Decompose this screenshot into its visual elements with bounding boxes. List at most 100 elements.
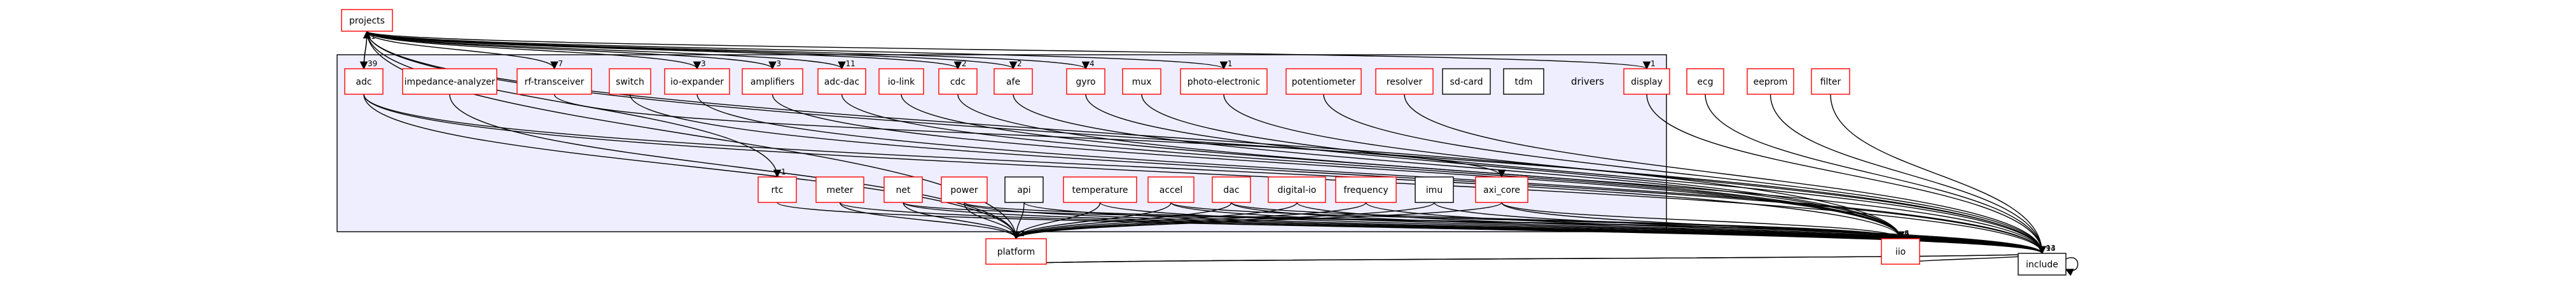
edge-rf-transceiver-to-axi_core[interactable] [553, 94, 1506, 178]
node-box-axi_core[interactable] [1475, 176, 1528, 203]
node-box-dac[interactable] [1212, 176, 1251, 203]
node-rtc[interactable]: rtc [758, 176, 797, 203]
edge-label-projects-to-display[interactable]: 1 [1651, 59, 1656, 68]
node-amplifiers[interactable]: amplifiers [742, 68, 803, 95]
node-box-rf-transceiver[interactable] [516, 68, 592, 95]
node-iio[interactable]: iio [1881, 238, 1920, 265]
node-box-filter[interactable] [1811, 68, 1850, 95]
node-platform[interactable]: platform [985, 238, 1047, 265]
edge-adc-dac-to-iio[interactable] [841, 94, 1905, 240]
node-switch[interactable]: switch [609, 68, 651, 95]
edge-label-platform-to-include[interactable]: 13 [2046, 244, 2056, 253]
node-sd-card[interactable]: sd-card [1442, 68, 1491, 95]
node-box-impedance-analyzer[interactable] [402, 68, 497, 95]
edge-impedance-analyzer-to-platform[interactable] [449, 94, 1020, 240]
edge-projects-to-rf-transceiver[interactable] [366, 31, 558, 70]
edge-include-to-include[interactable] [2065, 257, 2079, 276]
edge-digital-io-to-include[interactable] [1296, 202, 2046, 255]
node-box-display[interactable] [1623, 68, 1670, 95]
node-frequency[interactable]: frequency [1335, 176, 1397, 203]
edge-projects-to-io-expander[interactable] [366, 31, 702, 70]
node-power[interactable]: power [941, 176, 988, 203]
edge-label-projects-to-gyro[interactable]: 4 [1090, 59, 1095, 68]
edge-photo-electronic-to-include[interactable] [1223, 94, 2046, 255]
node-include[interactable]: include [2018, 253, 2067, 276]
edge-potentiometer-to-include[interactable] [1323, 94, 2046, 255]
node-gyro[interactable]: gyro [1066, 68, 1105, 95]
node-display[interactable]: display [1623, 68, 1670, 95]
edge-io-expander-to-include[interactable] [696, 94, 2046, 255]
node-api[interactable]: api [1004, 176, 1044, 203]
edge-projects-to-photo-electronic[interactable] [366, 31, 1228, 70]
edge-accel-to-platform[interactable] [1012, 202, 1172, 240]
node-box-iio[interactable] [1881, 238, 1920, 265]
node-box-eeprom[interactable] [1747, 68, 1794, 95]
edge-projects-to-amplifiers[interactable] [366, 31, 777, 70]
edge-gyro-to-iio[interactable] [1085, 94, 1905, 240]
edge-label-iio-to-include[interactable]: 14 [2046, 244, 2056, 253]
edge-label-accel-to-iio[interactable]: 4 [1904, 229, 1909, 238]
node-filter[interactable]: filter [1811, 68, 1850, 95]
edge-net-to-platform[interactable] [903, 202, 1020, 240]
node-box-sd-card[interactable] [1442, 68, 1491, 95]
edge-projects-to-adc-dac[interactable] [366, 31, 846, 70]
edge-label-adc-to-iio[interactable]: 6 [1904, 229, 1909, 238]
node-dac[interactable]: dac [1212, 176, 1251, 203]
edge-label-projects-to-cdc[interactable]: 2 [962, 59, 967, 68]
node-cdc[interactable]: cdc [938, 68, 978, 95]
edge-io-link-to-iio[interactable] [901, 94, 1905, 240]
node-box-projects[interactable] [341, 9, 393, 32]
node-io-expander[interactable]: io-expander [664, 68, 730, 95]
node-box-cdc[interactable] [938, 68, 978, 95]
edge-projects-to-rtc[interactable] [366, 31, 782, 178]
edge-projects-to-display[interactable] [366, 31, 1651, 70]
node-box-adc-dac[interactable] [817, 68, 866, 95]
node-potentiometer[interactable]: potentiometer [1285, 68, 1362, 95]
edge-dac-to-iio[interactable] [1231, 202, 1904, 240]
edge-axi_core-to-include[interactable] [1501, 202, 2046, 255]
node-eeprom[interactable]: eeprom [1747, 68, 1794, 95]
edge-ecg-to-include[interactable] [1705, 94, 2046, 255]
node-box-io-link[interactable] [878, 68, 924, 95]
edge-display-to-include[interactable] [1646, 94, 2046, 255]
node-adc[interactable]: adc [344, 68, 384, 95]
node-temperature[interactable]: temperature [1063, 176, 1137, 203]
edge-api-to-include[interactable] [1023, 202, 2046, 255]
edge-adc-to-platform[interactable] [363, 94, 1020, 240]
node-box-potentiometer[interactable] [1285, 68, 1362, 95]
edge-label-projects-to-rtc[interactable]: 1 [781, 167, 786, 176]
node-net[interactable]: net [883, 176, 923, 203]
edge-imu-to-include[interactable] [1434, 202, 2046, 255]
node-box-meter[interactable] [815, 176, 864, 203]
node-box-imu[interactable] [1415, 176, 1454, 203]
edge-resolver-to-include[interactable] [1404, 94, 2046, 255]
node-box-digital-io[interactable] [1268, 176, 1326, 203]
edge-adc-to-iio[interactable] [363, 94, 1905, 240]
node-projects[interactable]: projects [341, 9, 393, 32]
edge-label-projects-to-io-expander[interactable]: 3 [701, 59, 706, 68]
node-box-io-expander[interactable] [664, 68, 730, 95]
edge-axi_core-to-iio[interactable] [1501, 202, 1905, 240]
node-box-net[interactable] [883, 176, 923, 203]
node-accel[interactable]: accel [1147, 176, 1195, 203]
node-box-rtc[interactable] [758, 176, 797, 203]
edge-switch-to-include[interactable] [629, 94, 2046, 255]
node-box-adc[interactable] [344, 68, 384, 95]
node-tdm[interactable]: tdm [1503, 68, 1544, 95]
edge-label-adc-to-include[interactable]: 9 [2046, 244, 2051, 253]
edge-afe-to-iio[interactable] [1013, 94, 1905, 240]
node-box-power[interactable] [941, 176, 988, 203]
node-adc-dac[interactable]: adc-dac [817, 68, 866, 95]
node-box-mux[interactable] [1122, 68, 1161, 95]
node-box-switch[interactable] [609, 68, 651, 95]
edge-label-projects-to-adc-dac[interactable]: 11 [846, 59, 855, 68]
node-box-gyro[interactable] [1066, 68, 1105, 95]
edge-label-imu-to-platform[interactable]: 1 [1020, 229, 1025, 238]
edge-label-adc-to-projects[interactable]: 1 [371, 32, 376, 41]
node-impedance-analyzer[interactable]: impedance-analyzer [402, 68, 497, 95]
edge-adc-to-include[interactable] [363, 94, 2046, 255]
node-photo-electronic[interactable]: photo-electronic [1180, 68, 1268, 95]
node-box-photo-electronic[interactable] [1180, 68, 1268, 95]
node-axi_core[interactable]: axi_core [1475, 176, 1528, 203]
node-box-resolver[interactable] [1375, 68, 1434, 95]
